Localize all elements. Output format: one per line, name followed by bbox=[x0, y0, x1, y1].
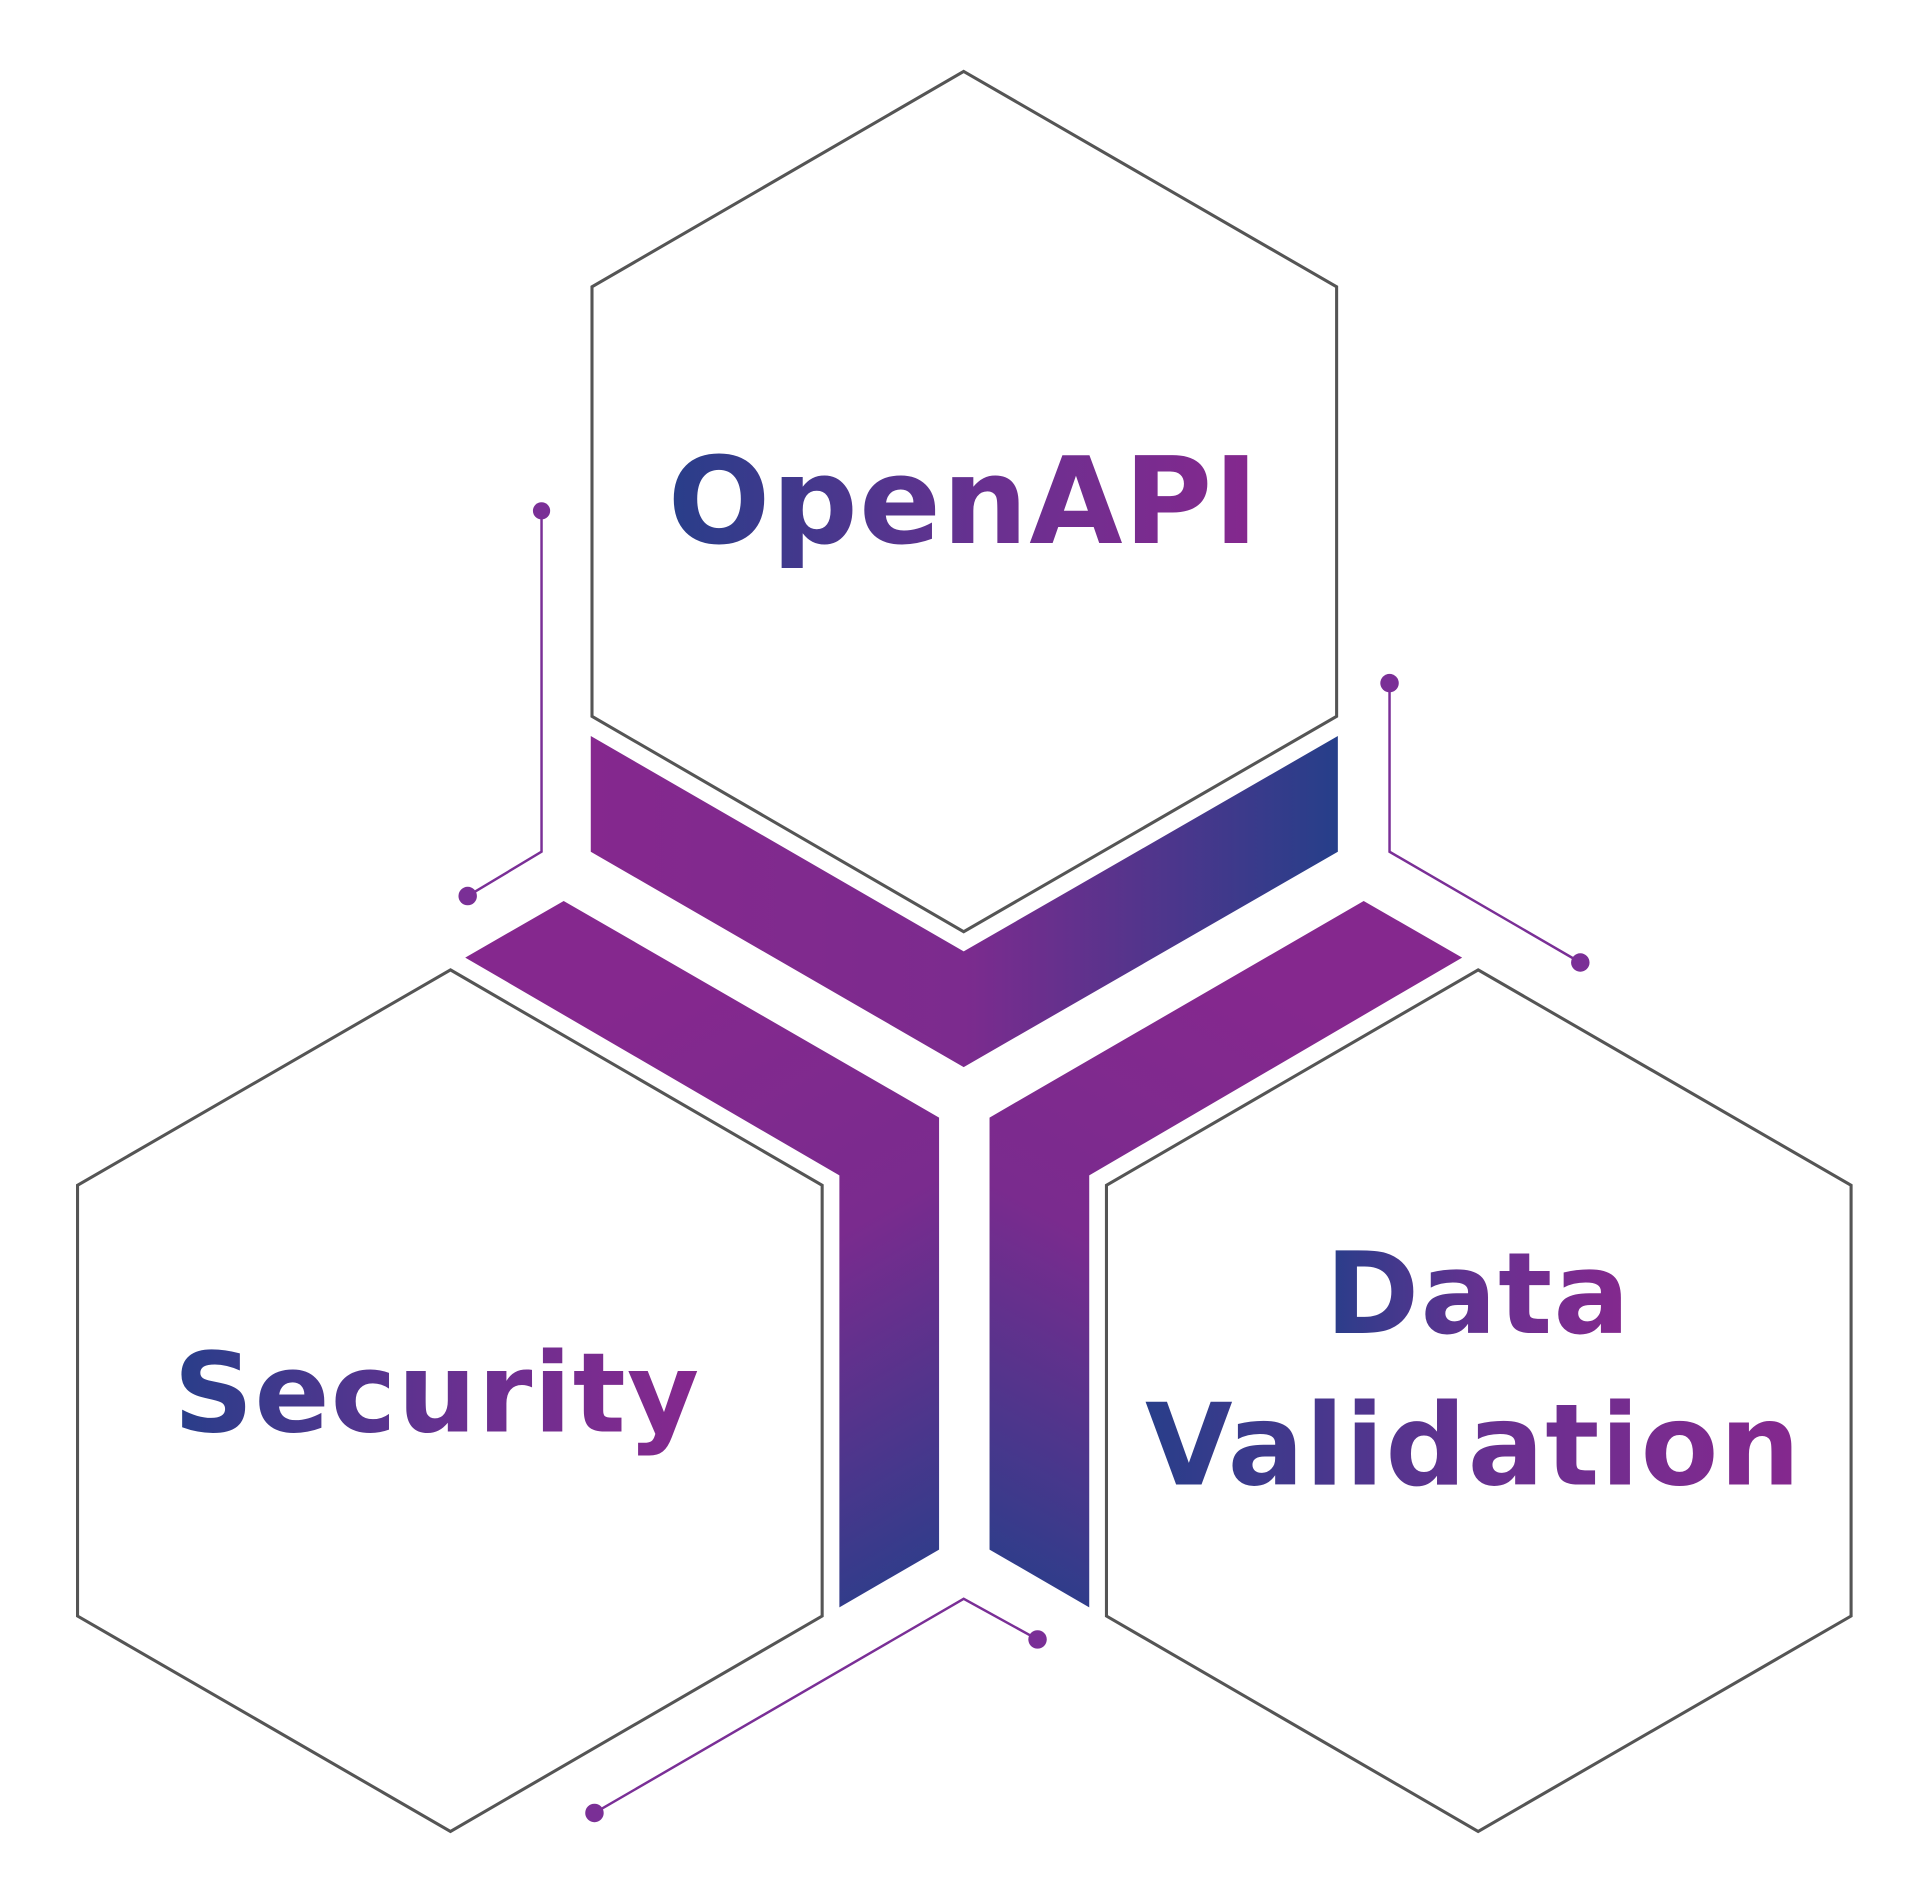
label-openapi: OpenAPI bbox=[668, 432, 1260, 572]
band-right bbox=[989, 900, 1463, 1608]
connector-top-right bbox=[1388, 683, 1581, 964]
connector-dot bbox=[585, 1803, 604, 1823]
connector-dot bbox=[458, 886, 477, 906]
label-validation: Validation bbox=[1145, 1379, 1802, 1511]
label-data: Data bbox=[1325, 1228, 1631, 1360]
connector-dot bbox=[532, 502, 551, 520]
hexagon-top-outline bbox=[590, 69, 1339, 934]
connector-dot bbox=[1571, 953, 1590, 972]
band-top bbox=[590, 736, 1338, 1068]
connector-dot bbox=[1028, 1630, 1047, 1649]
connector-top-left bbox=[467, 510, 543, 898]
connector-dot bbox=[1380, 673, 1399, 693]
band-left bbox=[465, 900, 940, 1608]
connector-bottom bbox=[593, 1597, 1039, 1815]
hexagon-left-outline bbox=[76, 968, 824, 1834]
label-security: Security bbox=[173, 1329, 700, 1458]
hexagon-right-outline bbox=[1104, 968, 1853, 1834]
